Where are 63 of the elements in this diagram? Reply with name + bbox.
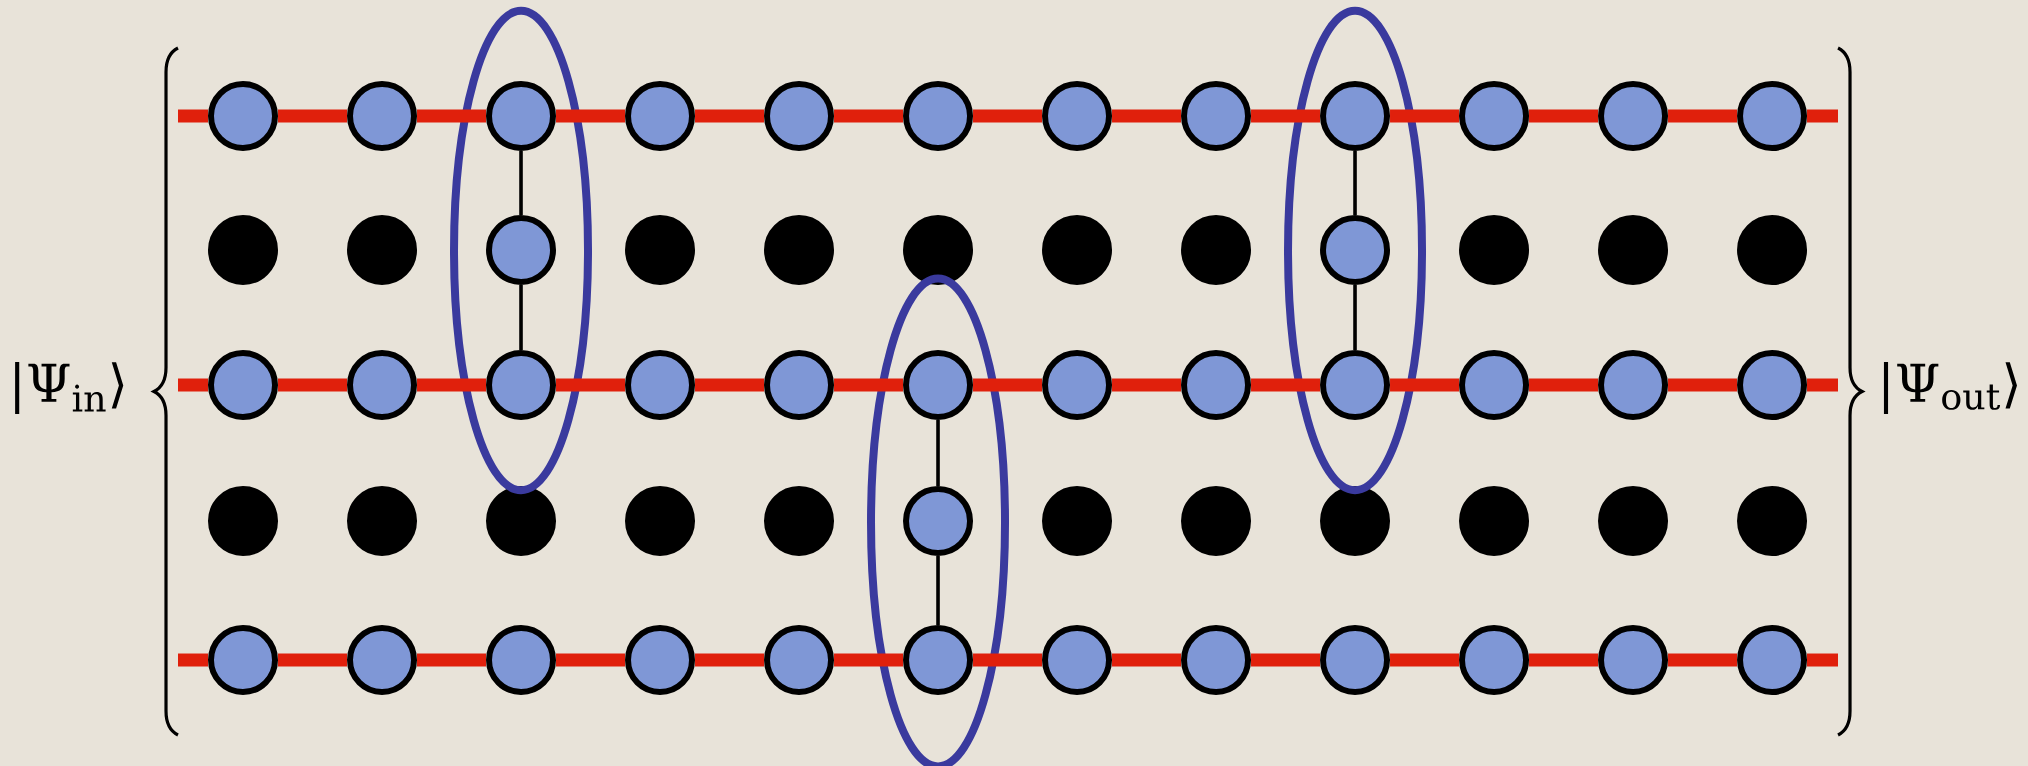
link-line xyxy=(278,109,347,123)
link-line xyxy=(1807,378,1838,392)
link-line xyxy=(1529,653,1598,667)
link-line xyxy=(1668,378,1737,392)
link-line xyxy=(178,378,208,392)
link-line xyxy=(695,109,764,123)
link-line xyxy=(278,653,347,667)
link-line xyxy=(556,653,625,667)
link-line xyxy=(278,378,347,392)
link-line xyxy=(1353,151,1357,215)
ellipse xyxy=(1284,6,1426,495)
link-line xyxy=(417,109,486,123)
link-line xyxy=(1112,653,1181,667)
link-line xyxy=(519,285,523,350)
link-line xyxy=(1390,378,1459,392)
qubit-circle xyxy=(625,625,695,695)
link-line xyxy=(1529,109,1598,123)
qubit-circle xyxy=(903,625,973,695)
qubit-circle xyxy=(1181,625,1251,695)
link-line xyxy=(1529,378,1598,392)
qubit-circle xyxy=(1598,625,1669,695)
link-line xyxy=(1251,378,1320,392)
link-line xyxy=(1251,653,1320,667)
qubit-circle xyxy=(1459,625,1529,695)
link-line xyxy=(178,653,208,667)
qubit-circle xyxy=(1320,625,1390,695)
qubit-circle xyxy=(1737,625,1807,695)
link-line xyxy=(1668,109,1737,123)
link-line xyxy=(834,109,903,123)
link-line xyxy=(1390,109,1459,123)
curly-brace xyxy=(1837,46,1864,737)
link-line xyxy=(1251,109,1320,123)
link-line xyxy=(695,653,764,667)
link-line xyxy=(556,378,625,392)
qubit-circle xyxy=(486,625,556,695)
ellipse xyxy=(450,6,592,495)
ket-label: |Ψ$_{out}$⟩ xyxy=(1883,362,2017,414)
ket-label: |Ψ$_{in}$⟩ xyxy=(15,362,124,414)
link-line xyxy=(1112,109,1181,123)
link-line xyxy=(1668,653,1737,667)
qubit-circle xyxy=(764,625,834,695)
link-line xyxy=(417,378,486,392)
qubit-circle xyxy=(208,625,278,695)
link-line xyxy=(1112,378,1181,392)
link-line xyxy=(834,653,903,667)
link-line xyxy=(1390,653,1459,667)
link-line xyxy=(1807,109,1838,123)
link-line xyxy=(1353,285,1357,350)
link-line xyxy=(936,556,940,625)
link-line xyxy=(973,653,1042,667)
qubit-circle xyxy=(1042,625,1112,695)
link-line xyxy=(1807,653,1838,667)
link-line xyxy=(973,378,1042,392)
qubit-circle xyxy=(347,625,417,695)
link-line xyxy=(936,420,940,486)
link-line xyxy=(417,653,486,667)
curly-brace xyxy=(152,46,179,737)
link-line xyxy=(519,151,523,215)
link-line xyxy=(695,378,764,392)
link-line xyxy=(834,378,903,392)
link-line xyxy=(973,109,1042,123)
link-line xyxy=(178,109,208,123)
link-line xyxy=(556,109,625,123)
